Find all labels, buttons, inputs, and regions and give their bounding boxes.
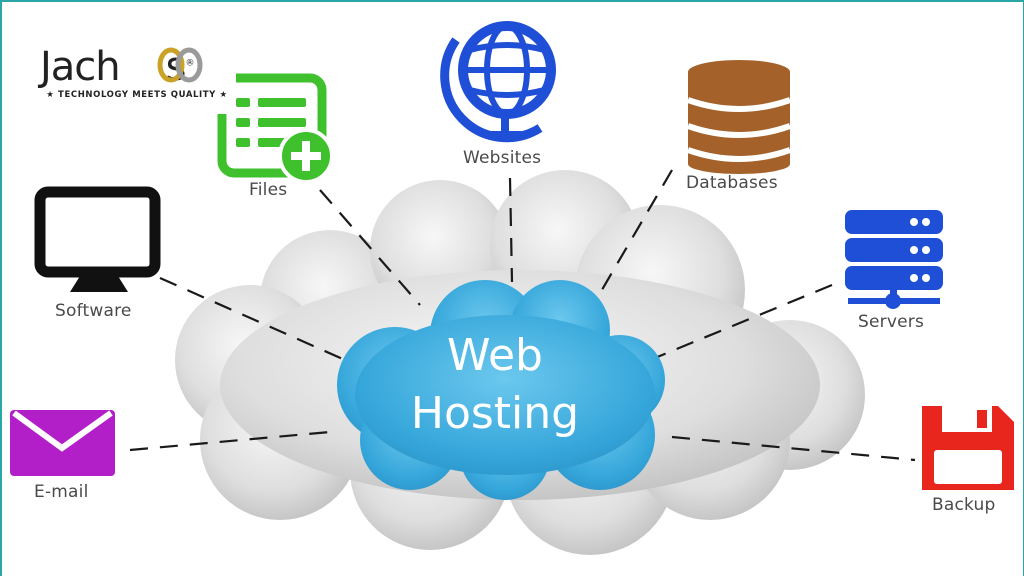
label-files: Files <box>249 180 288 200</box>
floppy-disk-icon <box>922 406 1014 490</box>
logo-rings-icon <box>157 47 203 83</box>
connector-email <box>129 430 331 452</box>
label-backup: Backup <box>932 495 996 515</box>
center-cloud <box>337 280 665 500</box>
frame-left-border <box>0 0 2 576</box>
envelope-icon <box>10 410 115 476</box>
globe-icon <box>440 21 556 143</box>
server-rack-icon <box>845 210 943 309</box>
connector-backup <box>671 435 916 462</box>
connector-servers <box>649 283 833 362</box>
label-websites: Websites <box>463 148 542 168</box>
connector-websites <box>508 177 514 283</box>
connector-lines <box>129 169 916 462</box>
center-title-line2: Hosting <box>410 388 580 439</box>
database-stack-icon <box>687 60 791 174</box>
connector-databases <box>595 169 673 301</box>
connector-files <box>319 189 421 306</box>
label-software: Software <box>55 301 132 321</box>
connector-software <box>159 276 346 362</box>
files-icon <box>217 73 334 184</box>
monitor-icon <box>34 186 161 292</box>
logo-tagline: ★ TECHNOLOGY MEETS QUALITY ★ <box>46 90 228 100</box>
label-databases: Databases <box>686 173 778 193</box>
label-servers: Servers <box>858 312 925 332</box>
center-title-line1: Web <box>447 330 543 381</box>
label-email: E-mail <box>34 482 89 502</box>
frame-top-border <box>0 0 1024 2</box>
